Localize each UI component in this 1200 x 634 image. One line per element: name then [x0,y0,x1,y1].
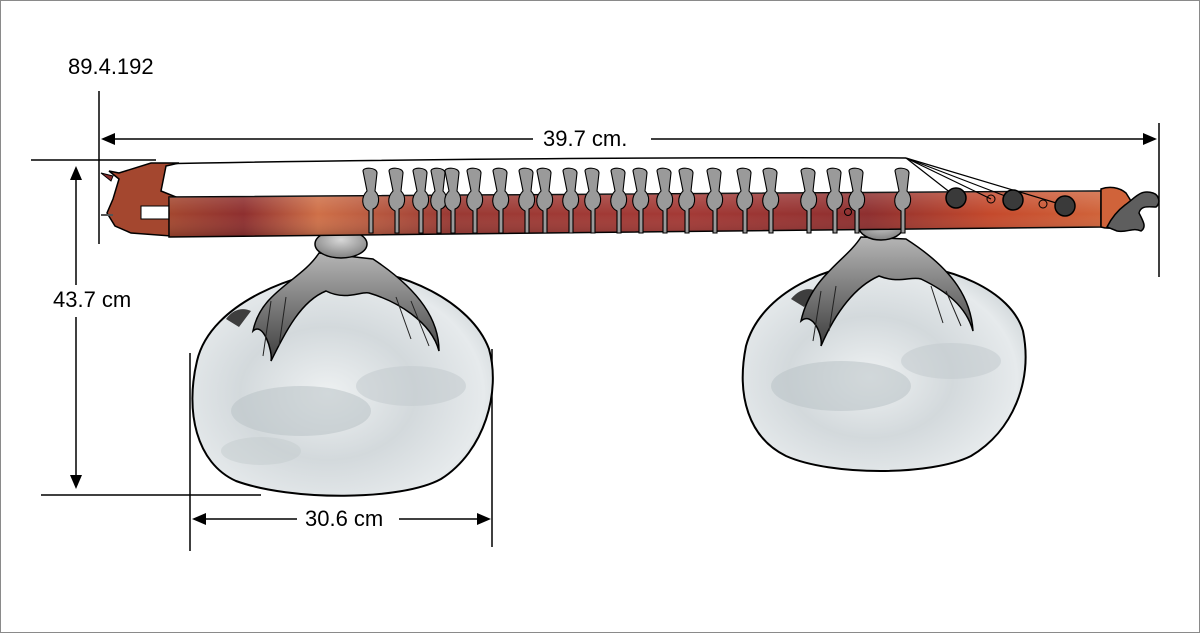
fret-icon [562,167,580,234]
instrument-neck [100,157,1160,238]
fret-icon [632,167,650,234]
fret-icon [584,167,602,234]
fret-icon [826,167,844,234]
fret-icon [706,167,724,234]
height-dimension-label: 43.7 cm [53,287,131,312]
fret-icon [466,167,484,234]
left-gourd-resonator [191,229,494,497]
width-dimension-label: 30.6 cm [305,506,383,531]
fret-icon [492,167,510,234]
fret-icon [388,167,406,234]
strings [905,157,1064,206]
fret-icon [894,167,912,234]
fret-icon [444,167,462,234]
fret-icon [518,167,536,234]
fret-icon [848,167,866,234]
fret-icon [610,167,628,234]
fret-icon [362,167,380,234]
length-dimension-label: 39.7 cm. [543,126,627,151]
fret-icon [536,167,554,234]
dimension-arrowheads [70,133,1157,525]
fret-icon [412,167,430,234]
right-gourd-resonator [741,213,1027,472]
fret-icon [678,167,696,234]
fret-icon [800,167,818,234]
tuning-pegs [844,187,1076,217]
fret-icon [656,167,674,234]
frets [362,167,912,234]
fret-icon [736,167,754,234]
accession-number-label: 89.4.192 [68,54,154,79]
fret-icon [762,167,780,234]
